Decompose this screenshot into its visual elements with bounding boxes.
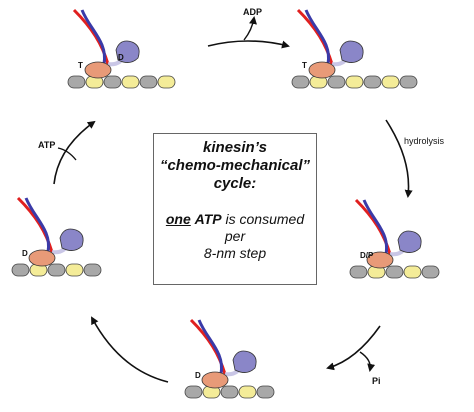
- tubulin-subunit: [11, 263, 30, 277]
- motor-head-tethered: [232, 350, 257, 373]
- box-line-3: cycle:: [213, 175, 257, 192]
- arrow-pi-branch: [359, 351, 376, 372]
- summary-box: kinesin’s “chemo-mechanical” cycle: one …: [153, 133, 317, 285]
- coil-red: [354, 198, 392, 255]
- tubulin-subunit: [403, 265, 422, 279]
- cycle-arrows: [53, 16, 413, 383]
- coil-blue: [24, 197, 51, 253]
- motor-head-tethered: [339, 40, 364, 63]
- tubulin-subunit: [349, 265, 368, 279]
- nucleotide-label: T: [302, 61, 307, 70]
- tubulin-subunit: [399, 75, 418, 89]
- arrow-left: [53, 120, 96, 185]
- motor-head-tethered: [59, 228, 84, 251]
- coil-blue: [197, 319, 224, 375]
- kinesin-state-4: D: [11, 196, 102, 277]
- tubulin-subunit: [103, 75, 122, 89]
- label-atp: ATP: [38, 140, 55, 150]
- arrow-top: [207, 40, 290, 49]
- tubulin-subunit: [67, 75, 86, 89]
- motor-head-bound: [28, 249, 56, 267]
- label-hydrolysis: hydrolysis: [404, 136, 445, 146]
- nucleotide-label-second: D: [118, 53, 124, 62]
- motor-head-tethered: [397, 230, 422, 253]
- label-adp: ADP: [243, 7, 262, 17]
- arrow-atp-branch: [57, 147, 77, 161]
- coil-red: [296, 8, 334, 65]
- tubulin-subunit: [385, 265, 404, 279]
- tubulin-subunit: [363, 75, 382, 89]
- box-one: one: [165, 211, 191, 227]
- box-step: 8-nm step: [203, 245, 267, 261]
- tubulin-subunit: [256, 385, 275, 399]
- box-line-1: kinesin’s: [203, 139, 267, 156]
- arrow-bottom-left: [91, 316, 169, 383]
- tubulin-subunit: [47, 263, 66, 277]
- kinesin-state-5: D: [184, 318, 275, 399]
- tubulin-subunit: [327, 75, 346, 89]
- tubulin-subunit: [345, 75, 364, 89]
- motor-head-bound: [201, 371, 229, 389]
- tubulin-subunit: [139, 75, 158, 89]
- tubulin-subunit: [381, 75, 400, 89]
- box-per: per: [224, 228, 246, 244]
- coil-blue: [80, 9, 107, 65]
- motor-head-bound: [84, 61, 112, 79]
- coil-red: [189, 318, 227, 375]
- motor-head-bound: [366, 251, 394, 269]
- arrow-adp-branch: [243, 16, 257, 41]
- arrow-right: [385, 119, 413, 198]
- label-pi: Pi: [372, 376, 381, 386]
- tubulin-subunit: [121, 75, 140, 89]
- nucleotide-label: D: [195, 371, 201, 380]
- coil-red: [72, 8, 110, 65]
- kinesin-state-2: T: [291, 8, 418, 89]
- coil-red: [16, 196, 54, 253]
- tubulin-subunit: [220, 385, 239, 399]
- kinesin-state-3: D/P: [349, 198, 440, 279]
- arrow-bottom-right: [326, 325, 381, 371]
- tubulin-subunit: [157, 75, 176, 89]
- coil-blue: [304, 9, 331, 65]
- kinesin-state-1: TD: [67, 8, 176, 89]
- nucleotide-label: T: [78, 61, 83, 70]
- box-consumed: is consumed: [225, 211, 305, 227]
- tubulin-subunit: [238, 385, 257, 399]
- tubulin-subunit: [184, 385, 203, 399]
- motor-head-tethered: [115, 40, 140, 63]
- nucleotide-label: D/P: [360, 251, 374, 260]
- tubulin-subunit: [421, 265, 440, 279]
- box-atp: ATP: [194, 211, 222, 227]
- motor-head-bound: [308, 61, 336, 79]
- tubulin-subunit: [291, 75, 310, 89]
- tubulin-subunit: [83, 263, 102, 277]
- box-line-2: “chemo-mechanical”: [159, 157, 311, 174]
- nucleotide-label: D: [22, 249, 28, 258]
- coil-blue: [362, 199, 389, 255]
- tubulin-subunit: [65, 263, 84, 277]
